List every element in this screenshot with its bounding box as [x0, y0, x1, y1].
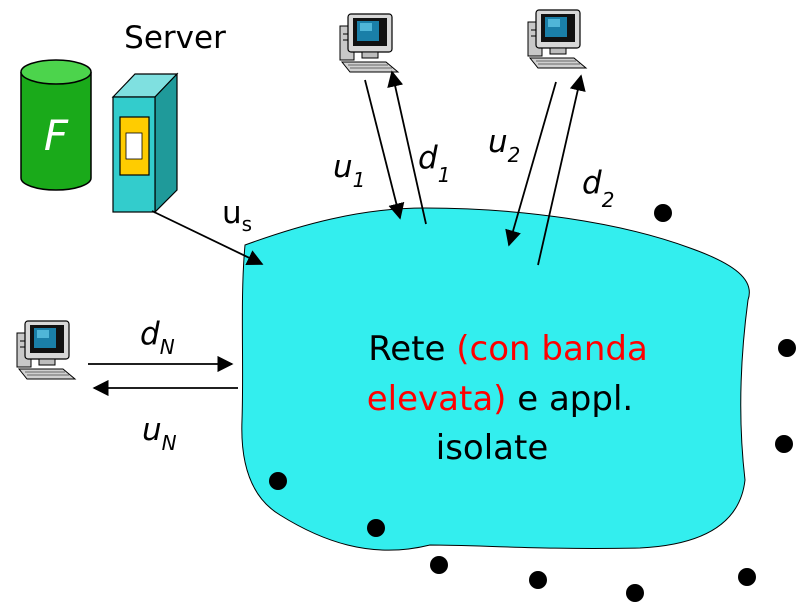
peer-dot — [529, 571, 547, 589]
storage-cylinder-icon — [20, 59, 92, 191]
network-text-line2: elevata) e appl. — [367, 379, 633, 419]
label-d1: d1 — [418, 140, 450, 187]
desktop-computer-icon — [339, 13, 399, 73]
peer-dot — [626, 584, 644, 602]
server-label: Server — [124, 20, 226, 56]
file-label: F — [44, 111, 69, 160]
network-text-line1: Rete (con banda — [368, 329, 648, 369]
label-uN: uN — [142, 412, 177, 455]
label-dN: dN — [140, 316, 175, 359]
desktop-computer-icon — [527, 9, 587, 69]
server-tower-icon — [111, 72, 179, 214]
peer-dot — [367, 519, 385, 537]
peer-dot — [775, 435, 793, 453]
more-peers-dots — [269, 204, 796, 602]
desktop-computer-icon — [16, 320, 76, 380]
label-u1: u1 — [333, 149, 365, 192]
arrow-d2 — [537, 74, 586, 266]
network-text-line3: isolate — [436, 428, 549, 468]
peer-dot — [778, 339, 796, 357]
arrow-u2 — [505, 81, 557, 247]
label-us: us — [222, 195, 252, 236]
peer-dot — [654, 204, 672, 222]
label-u2: u2 — [488, 124, 520, 167]
arrow-u1 — [364, 79, 405, 220]
peer-dot — [738, 568, 756, 586]
peer-dot — [430, 556, 448, 574]
arrow-us — [151, 210, 264, 265]
label-d2: d2 — [582, 165, 614, 212]
arrow-d1 — [387, 70, 427, 225]
network-cloud — [241, 207, 750, 551]
peer-dot — [269, 472, 287, 490]
